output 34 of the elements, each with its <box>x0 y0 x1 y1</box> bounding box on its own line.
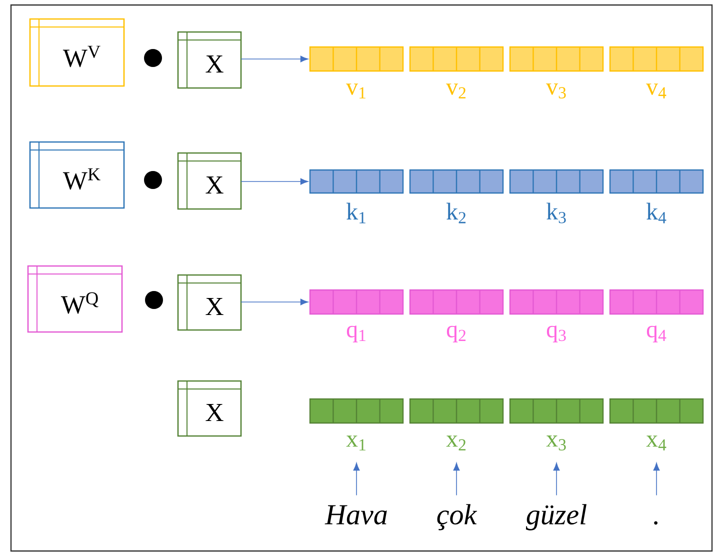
weight-matrix-box: W$^{Q}$ <box>27 265 123 333</box>
vector-label: x$_{3}$ <box>546 436 566 450</box>
vector-label: q$_{2}$ <box>446 326 466 342</box>
weight-matrix-box: W$^{V}$ <box>29 18 125 87</box>
arrow <box>453 462 460 496</box>
word-label: . <box>654 521 658 525</box>
vector-label: k$_{1}$ <box>346 202 366 224</box>
vector-label: q$_{1}$ <box>346 326 366 342</box>
word-label: güzel <box>526 504 586 530</box>
arrow <box>240 178 308 185</box>
arrow <box>553 462 560 496</box>
input-matrix-box: X <box>177 31 242 89</box>
input-matrix-box: X <box>177 152 242 210</box>
vector-label: x$_{4}$ <box>646 436 666 450</box>
vector-label: q$_{4}$ <box>646 326 666 342</box>
vector-label: v$_{1}$ <box>346 84 366 98</box>
vector-label: v$_{3}$ <box>546 84 566 98</box>
arrow <box>240 298 308 306</box>
vector-label: k$_{3}$ <box>546 202 566 224</box>
input-matrix-box: X <box>177 380 242 437</box>
vector-label: q$_{3}$ <box>546 326 566 342</box>
input-matrix-box: X <box>177 274 242 331</box>
arrow <box>240 56 308 62</box>
vector-label: x$_{1}$ <box>346 436 366 450</box>
word-label: çok <box>437 504 478 530</box>
arrow <box>653 462 660 496</box>
vector-label: x$_{2}$ <box>446 436 466 450</box>
vector-label: v$_{4}$ <box>646 84 666 98</box>
vector-label: v$_{2}$ <box>446 84 466 98</box>
arrow <box>353 462 360 496</box>
vector-label: k$_{2}$ <box>446 202 466 224</box>
word-label: Hava <box>324 505 387 524</box>
weight-matrix-box: W$^{K}$ <box>29 141 125 209</box>
vector-label: k$_{4}$ <box>646 202 666 224</box>
